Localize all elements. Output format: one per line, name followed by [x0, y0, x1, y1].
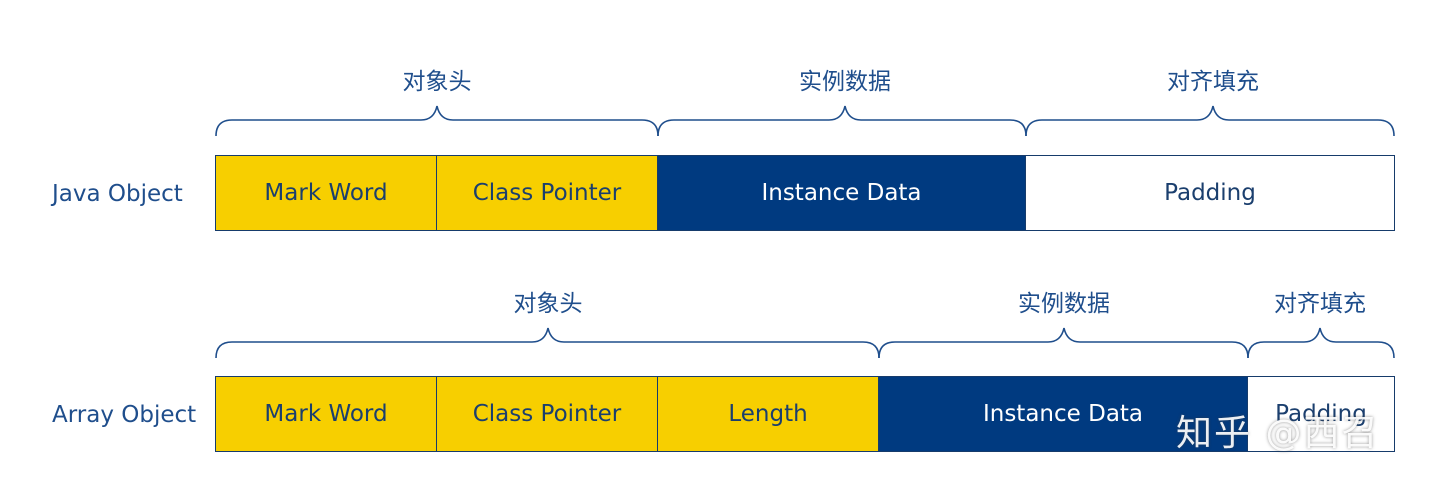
segment-padding: Padding	[1026, 156, 1394, 230]
section-label-object-header: 对象头	[513, 291, 583, 317]
row-label-java-object: Java Object	[52, 181, 183, 207]
segment-class-pointer: Class Pointer	[437, 377, 658, 451]
zhihu-watermark: 知乎 @西召	[1176, 413, 1380, 454]
brace-padding-2	[1247, 327, 1395, 359]
brace-instance-data-1	[657, 105, 1027, 137]
brace-object-header-2	[215, 327, 880, 359]
section-label-padding: 对齐填充	[1167, 69, 1259, 95]
array-object-layout-bar: Mark Word Class Pointer Length Instance …	[215, 376, 1395, 452]
segment-length: Length	[658, 377, 879, 451]
segment-padding: Padding	[1248, 377, 1394, 451]
segment-instance-data: Instance Data	[658, 156, 1026, 230]
segment-class-pointer: Class Pointer	[437, 156, 658, 230]
brace-instance-data-2	[878, 327, 1249, 359]
row-label-array-object: Array Object	[52, 402, 197, 428]
section-label-padding: 对齐填充	[1274, 291, 1366, 317]
segment-instance-data: Instance Data	[879, 377, 1248, 451]
section-label-instance-data: 实例数据	[1018, 291, 1110, 317]
section-label-object-header: 对象头	[402, 69, 472, 95]
brace-padding-1	[1025, 105, 1395, 137]
brace-object-header-1	[215, 105, 659, 137]
segment-mark-word: Mark Word	[216, 156, 437, 230]
segment-mark-word: Mark Word	[216, 377, 437, 451]
java-object-layout-bar: Mark Word Class Pointer Instance Data Pa…	[215, 155, 1395, 231]
section-label-instance-data: 实例数据	[799, 69, 891, 95]
